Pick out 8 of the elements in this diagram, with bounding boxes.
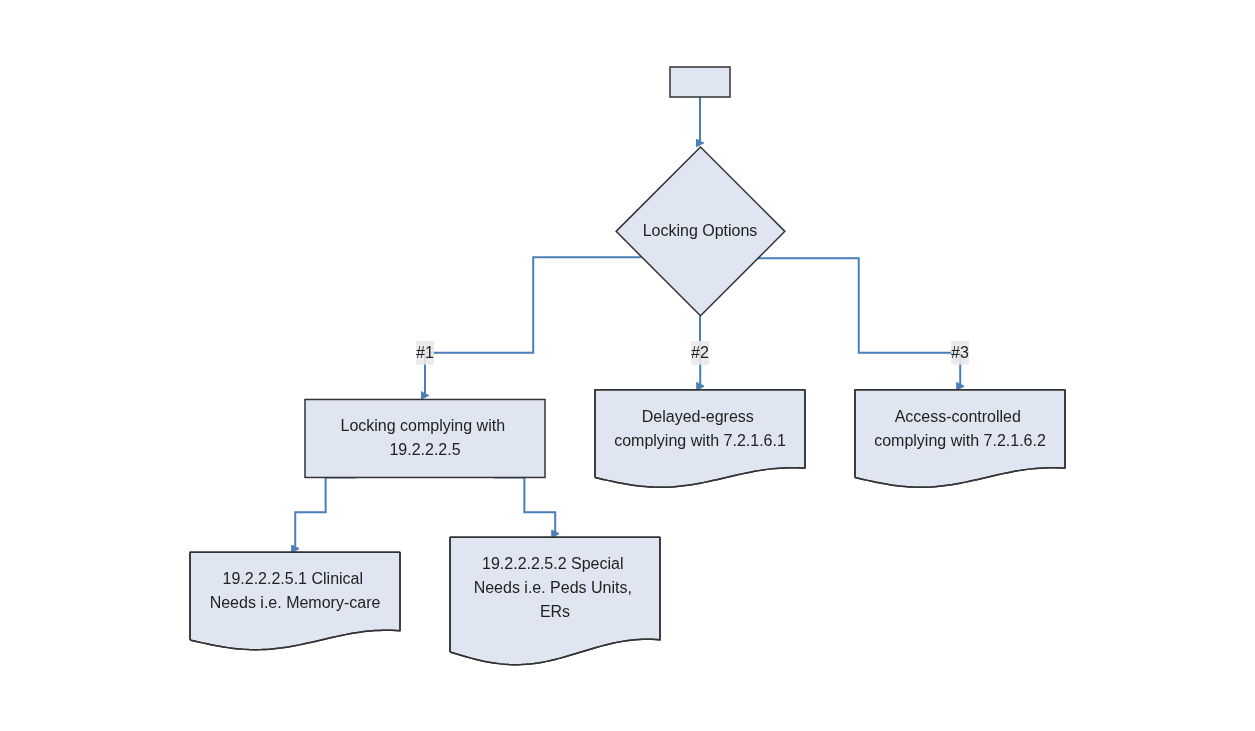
arrow [420, 255, 643, 400]
arrow [695, 95, 705, 148]
node-diamond: Locking Options [615, 145, 786, 317]
node-box [669, 65, 731, 98]
edge-label: #3 [951, 343, 969, 361]
edge-label: #2 [691, 343, 709, 361]
edge-label: #1 [416, 343, 434, 361]
node-box: Locking complying with 19.2.2.2.5 [304, 398, 546, 478]
